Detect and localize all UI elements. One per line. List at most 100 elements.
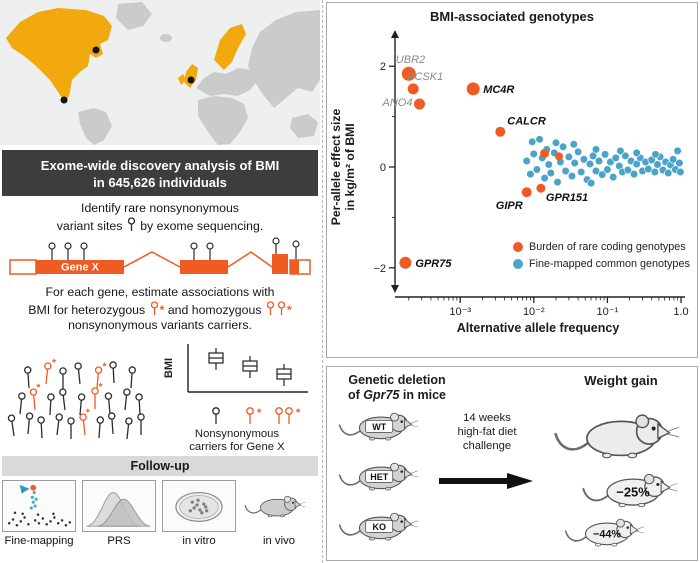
common-variant-point xyxy=(522,156,531,166)
genotype-mice: WT HET KO xyxy=(338,412,419,541)
intron-line-2 xyxy=(227,251,273,268)
gene-label-GPR75: GPR75 xyxy=(415,258,452,270)
svg-text:*: * xyxy=(102,361,107,372)
fine-mapping-plot xyxy=(7,484,72,527)
common-variant-point xyxy=(532,165,541,174)
common-variant-point xyxy=(551,138,561,147)
y-tick-label: 0 xyxy=(380,162,386,174)
mouse-figure: HET xyxy=(338,462,419,491)
gene-label-ANO4: ANO4 xyxy=(382,97,413,109)
region-uk xyxy=(184,64,198,88)
variant-lollipop-black xyxy=(137,413,145,435)
scatter-x-axis-label: Alternative allele frequency xyxy=(456,321,620,335)
variant-lollipop-black xyxy=(125,417,133,440)
common-variant-point xyxy=(669,155,678,164)
carrier-symbols: * * xyxy=(212,407,301,424)
cohort-dot-usa xyxy=(92,46,100,54)
variant-lollipop-black xyxy=(18,392,26,415)
variant-lollipop-orange: * xyxy=(94,361,107,389)
variant-lollipop-icon xyxy=(127,216,135,231)
fine-mapped-hit-point xyxy=(30,484,37,491)
x-tick-label: 10⁻³ xyxy=(449,306,471,318)
weight-change-label: −25% xyxy=(616,484,650,499)
het-star: * xyxy=(159,302,165,317)
legend-label-rare: Burden of rare coding genotypes xyxy=(529,241,686,253)
variant-cluster: ***** xyxy=(7,358,145,440)
region-europe xyxy=(196,68,258,96)
mouse-figure: WT xyxy=(338,412,419,441)
legend-dot-blue xyxy=(513,259,523,269)
x-tick-label: 10⁻¹ xyxy=(597,306,619,318)
hom-lollipop-icon-1 xyxy=(266,300,275,315)
genotype-label: HET xyxy=(370,472,389,482)
genotype-label: KO xyxy=(372,522,386,532)
rare-burden-point-GPR75 xyxy=(399,256,412,269)
common-variant-point xyxy=(676,167,685,177)
petri-dish-icon xyxy=(175,491,223,522)
prs-thumbnail xyxy=(82,480,156,532)
variant-lollipop-black xyxy=(7,414,16,437)
common-variant-point xyxy=(585,159,595,169)
mouse-figure xyxy=(554,414,680,459)
followup-label-prs: PRS xyxy=(107,535,131,547)
common-variant-point xyxy=(569,140,578,149)
in-vivo-thumbnail xyxy=(242,480,316,532)
common-variant-point xyxy=(651,150,660,159)
step1-line1: Identify rare nonsynonymous xyxy=(81,201,239,215)
step1-line2-post: by exome sequencing. xyxy=(140,218,264,233)
common-variant-point xyxy=(675,158,684,168)
svg-text:*: * xyxy=(36,382,41,393)
world-map xyxy=(0,0,320,145)
weight-change-label: −44% xyxy=(593,529,621,541)
variant-lollipop-black xyxy=(77,393,86,416)
common-variant-point xyxy=(664,168,673,178)
common-variant-point xyxy=(570,158,579,168)
svg-text:*: * xyxy=(99,382,103,393)
step2-line2-pre: BMI for heterozygous xyxy=(28,302,146,317)
genotype-label: WT xyxy=(372,422,386,432)
legend-row-rare: Burden of rare coding genotypes xyxy=(513,241,690,253)
region-australia xyxy=(290,114,318,138)
scatter-legend: Burden of rare coding genotypes Fine-map… xyxy=(513,241,690,275)
common-variant-point xyxy=(650,167,659,177)
gene-exon-4 xyxy=(290,260,299,274)
common-variant-point xyxy=(621,151,630,160)
variant-lollipop-black xyxy=(109,361,117,384)
y-tick-label: 2 xyxy=(380,61,386,73)
bmi-boxplot: BMI * * xyxy=(163,344,308,424)
variant-lollipop-orange: * xyxy=(91,382,103,409)
boxplot-caption-line2: carriers for Gene X xyxy=(189,441,285,453)
region-scandinavia xyxy=(214,24,246,70)
common-variant-point xyxy=(535,135,544,144)
step1-line2-pre: variant sites xyxy=(56,218,123,233)
hom-star: * xyxy=(286,302,292,317)
common-variant-point xyxy=(567,172,577,181)
variant-lollipop-black xyxy=(67,417,75,439)
gene-exon-3 xyxy=(272,254,288,274)
variant-lollipop-black xyxy=(25,412,34,435)
common-variant-point xyxy=(632,159,641,169)
region-south-america xyxy=(78,108,112,145)
cohort-dot-mexico xyxy=(60,96,68,104)
study-title-line2: in 645,626 individuals xyxy=(93,175,227,190)
y-axis-arrow-up xyxy=(391,30,399,38)
rare-burden-point-UBR2 xyxy=(401,66,416,81)
x-tick-label: 10⁻² xyxy=(523,306,545,318)
legend-label-common: Fine-mapped common genotypes xyxy=(529,258,690,270)
variant-lollipop-orange: * xyxy=(79,407,91,436)
common-variant-point xyxy=(673,146,682,155)
y-axis-arrow-down xyxy=(391,285,399,293)
variant-lollipop-black xyxy=(135,393,143,416)
y-tick-label: −2 xyxy=(373,263,386,275)
gene-label-PCSK1: PCSK1 xyxy=(407,71,443,83)
common-variant-point xyxy=(546,168,555,178)
rare-burden-point-PCSK1 xyxy=(407,83,419,95)
common-variant-point xyxy=(591,166,601,176)
variant-lollipop-black xyxy=(55,413,63,436)
boxplot-ylabel: BMI xyxy=(163,358,175,378)
challenge-text: 14 weeks high-fat diet challenge xyxy=(457,412,517,452)
followup-header: Follow-up xyxy=(2,456,318,476)
region-greenland xyxy=(116,2,152,30)
common-variant-point xyxy=(616,146,625,155)
